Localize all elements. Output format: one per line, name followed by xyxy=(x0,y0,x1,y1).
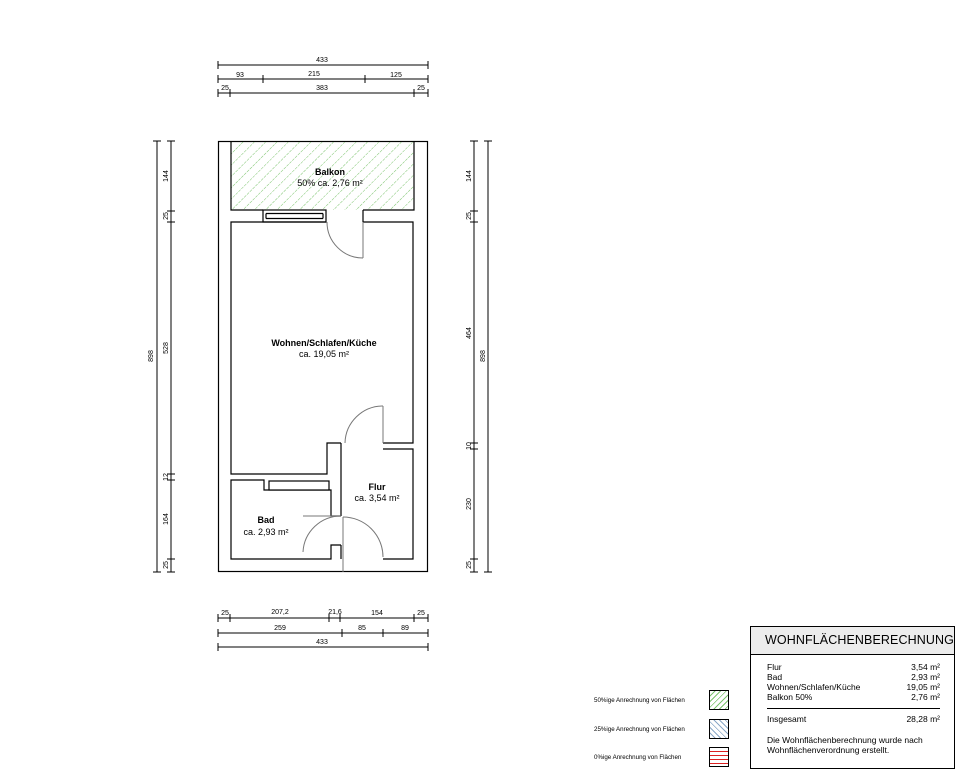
doors xyxy=(302,221,384,572)
row-value: 19,05 m² xyxy=(906,682,940,692)
total-label: Insgesamt xyxy=(767,714,807,724)
calculation-total: Insgesamt 28,28 m² xyxy=(751,709,954,724)
blue-hatch-swatch-icon xyxy=(709,719,729,739)
legend-item-25: 25%ige Anrechnung von Flächen xyxy=(594,719,734,741)
row-label: Wohnen/Schlafen/Küche xyxy=(767,682,861,692)
dim-right-seg: 10 xyxy=(466,442,473,450)
dim-left-seg: 164 xyxy=(163,513,170,525)
room-area-balkon: 50% ca. 2,76 m² xyxy=(297,178,363,188)
red-hatch-swatch-icon xyxy=(709,747,729,767)
row-value: 2,93 m² xyxy=(911,672,940,682)
legend-item-50: 50%ige Anrechnung von Flächen xyxy=(594,690,734,712)
dim-left-seg: 25 xyxy=(163,212,170,220)
dim-bottom-total: 433 xyxy=(316,639,328,646)
dim-left-seg: 144 xyxy=(163,170,170,182)
dim-left-total: 898 xyxy=(148,350,155,362)
total-value: 28,28 m² xyxy=(906,714,940,724)
dim-top-seg: 125 xyxy=(390,72,402,79)
calculation-title: WOHNFLÄCHENBERECHNUNG xyxy=(751,627,954,655)
dim-right-seg: 25 xyxy=(466,561,473,569)
calculation-row: Balkon 50% 2,76 m² xyxy=(767,692,940,702)
room-name-bad: Bad xyxy=(257,515,274,525)
dim-left-seg: 528 xyxy=(163,342,170,354)
area-calculation-table: WOHNFLÄCHENBERECHNUNG Flur 3,54 m² Bad 2… xyxy=(750,626,955,769)
dim-left-seg: 25 xyxy=(163,561,170,569)
calculation-row: Wohnen/Schlafen/Küche 19,05 m² xyxy=(767,682,940,692)
dim-bottom-seg: 259 xyxy=(274,625,286,632)
dim-bottom-seg: 21,6 xyxy=(328,609,342,616)
dim-right-seg: 144 xyxy=(466,170,473,182)
row-value: 3,54 m² xyxy=(911,662,940,672)
calculation-note: Die Wohnflächenberechnung wurde nach Woh… xyxy=(767,735,923,755)
room-area-flur: ca. 3,54 m² xyxy=(354,493,399,503)
top-dimension-chain xyxy=(217,61,429,97)
dim-right-seg: 230 xyxy=(466,498,473,510)
dim-bottom-seg: 207,2 xyxy=(271,609,289,616)
dim-right-seg: 464 xyxy=(466,327,473,339)
legend-item-0: 0%ige Anrechnung von Flächen xyxy=(594,747,734,769)
dim-bottom-seg: 154 xyxy=(371,610,383,617)
room-name-flur: Flur xyxy=(369,482,386,492)
dim-right-seg: 25 xyxy=(466,212,473,220)
room-name-wohnen: Wohnen/Schlafen/Küche xyxy=(271,338,376,348)
row-label: Flur xyxy=(767,662,782,672)
dim-top-seg: 25 xyxy=(221,85,229,92)
legend-label: 25%ige Anrechnung von Flächen xyxy=(594,726,685,733)
legend-label: 0%ige Anrechnung von Flächen xyxy=(594,754,682,761)
calculation-row: Flur 3,54 m² xyxy=(767,662,940,672)
dim-bottom-seg: 85 xyxy=(358,625,366,632)
dim-top-seg: 215 xyxy=(308,71,320,78)
green-hatch-swatch-icon xyxy=(709,690,729,710)
walls xyxy=(217,140,429,573)
dim-right-total: 898 xyxy=(480,350,487,362)
room-name-balkon: Balkon xyxy=(315,167,345,177)
dim-bottom-seg: 89 xyxy=(401,625,409,632)
dim-top-seg: 93 xyxy=(236,72,244,79)
right-dimension-chain xyxy=(470,140,492,573)
row-label: Bad xyxy=(767,672,783,682)
bottom-dimension-chain xyxy=(217,614,429,651)
divider xyxy=(767,708,940,709)
left-dimension-chain xyxy=(153,140,175,573)
dim-top-seg: 25 xyxy=(417,85,425,92)
row-label: Balkon 50% xyxy=(767,692,813,702)
room-area-wohnen: ca. 19,05 m² xyxy=(299,349,349,359)
dim-bottom-seg: 25 xyxy=(221,610,229,617)
dim-bottom-seg: 25 xyxy=(417,610,425,617)
calculation-row: Bad 2,93 m² xyxy=(767,672,940,682)
dim-top-seg: 383 xyxy=(316,85,328,92)
dim-top-total: 433 xyxy=(316,57,328,64)
row-value: 2,76 m² xyxy=(911,692,940,702)
legend-label: 50%ige Anrechnung von Flächen xyxy=(594,697,685,704)
dim-left-seg: 12 xyxy=(163,473,170,481)
room-area-bad: ca. 2,93 m² xyxy=(243,527,288,537)
calculation-rows: Flur 3,54 m² Bad 2,93 m² Wohnen/Schlafen… xyxy=(751,655,954,702)
